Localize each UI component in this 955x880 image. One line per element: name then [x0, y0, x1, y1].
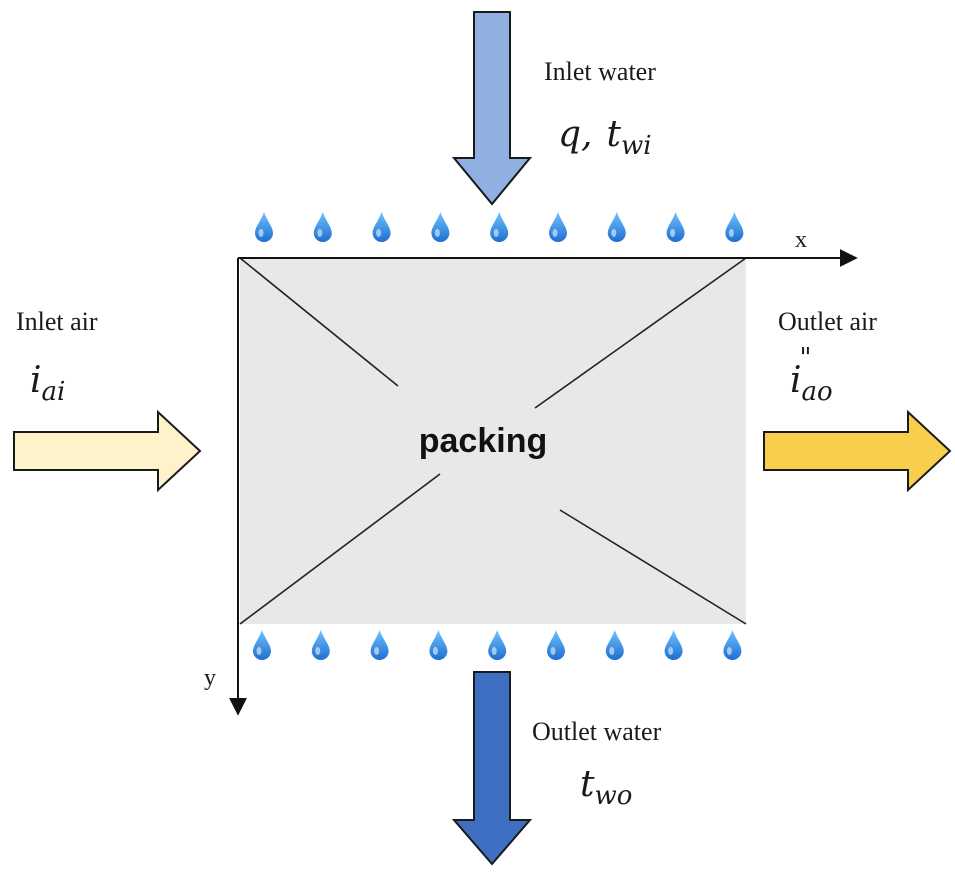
inlet-water-label: Inlet water [544, 57, 656, 86]
water-droplet-icon [723, 630, 742, 660]
outlet-water-label: Outlet water [532, 717, 662, 746]
y-axis-label: y [204, 665, 216, 691]
water-droplet-icon [490, 212, 509, 242]
droplet-highlight [611, 229, 617, 237]
packing-label: packing [419, 422, 547, 460]
droplet-highlight [552, 229, 558, 237]
packing-block [240, 258, 746, 624]
x-axis-label: x [795, 227, 807, 253]
water-droplet-icon [372, 212, 391, 242]
water-droplet-icon [607, 212, 626, 242]
inlet-air-symbols: iai [30, 360, 65, 407]
outlet-air-enthalpy-superscript: " [800, 343, 812, 373]
water-droplet-icon [255, 212, 273, 242]
droplet-highlight [668, 647, 674, 655]
water-droplet-icon [664, 630, 683, 660]
inlet-air-enthalpy-subscript: ai [42, 377, 66, 407]
droplet-highlight [432, 647, 438, 655]
outlet-water-arrow [451, 671, 533, 866]
droplet-highlight [491, 647, 497, 655]
droplet-highlight [256, 647, 262, 655]
water-droplet-icon [549, 212, 567, 242]
droplet-highlight [374, 647, 380, 655]
inlet-water-separator: , [581, 114, 592, 155]
droplet-highlight [376, 229, 382, 237]
packing-diagonal-1b [559, 509, 747, 625]
water-droplet-icon [547, 630, 565, 660]
inlet-air-arrow [13, 409, 202, 493]
inlet-air-enthalpy-symbol: i [30, 360, 42, 401]
inlet-water-temp-subscript: wi [621, 131, 652, 161]
droplet-highlight [609, 647, 615, 655]
outlet-water-temp-symbol: t [580, 764, 595, 805]
outlet-water-temp-subscript: wo [594, 781, 632, 811]
outlet-air-symbols: i" ao [790, 343, 833, 407]
water-droplet-icon [666, 212, 685, 242]
water-droplet-icon [429, 630, 448, 660]
packing-diagonal-1 [239, 257, 399, 387]
droplet-highlight [728, 229, 734, 237]
outlet-water-symbols: two [580, 764, 632, 811]
inlet-air-label: Inlet air [16, 307, 98, 336]
outlet-air-enthalpy-subscript: ao [801, 377, 832, 407]
droplet-highlight [434, 229, 440, 237]
droplet-highlight [315, 647, 321, 655]
water-droplet-icon [431, 212, 450, 242]
inlet-water-symbols: q, twi [558, 114, 652, 161]
inlet-water-temp-symbol: t [607, 114, 622, 155]
droplet-highlight [317, 229, 323, 237]
outlet-air-arrow [763, 409, 952, 493]
droplet-highlight [550, 647, 556, 655]
droplet-highlight [258, 229, 264, 237]
water-droplet-icon [311, 630, 330, 660]
water-droplets-bottom [253, 630, 742, 660]
water-droplet-icon [370, 630, 389, 660]
outlet-air-label: Outlet air [778, 307, 877, 336]
packing-diagonal-2b [239, 473, 441, 625]
droplet-highlight [726, 647, 732, 655]
water-droplet-icon [253, 630, 271, 660]
water-droplet-icon [725, 212, 744, 242]
droplet-highlight [670, 229, 676, 237]
inlet-water-flow-symbol: q [558, 114, 581, 155]
water-droplet-icon [605, 630, 624, 660]
outlet-air-enthalpy-symbol: i [790, 360, 802, 401]
droplet-highlight [493, 229, 499, 237]
water-droplets-top [255, 212, 744, 242]
inlet-water-arrow [451, 11, 533, 206]
packing-diagonal-2 [534, 257, 747, 409]
water-droplet-icon [488, 630, 507, 660]
water-droplet-icon [313, 212, 332, 242]
